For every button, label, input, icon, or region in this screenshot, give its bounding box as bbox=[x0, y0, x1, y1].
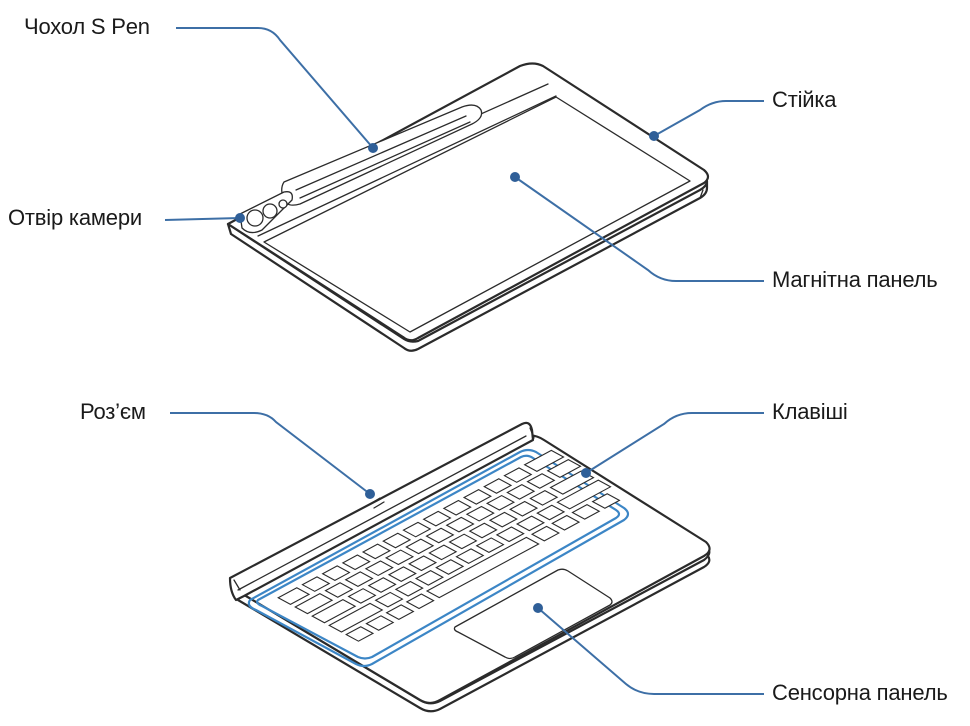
keyboard-key bbox=[551, 514, 581, 531]
keyboard-key bbox=[385, 604, 415, 621]
keyboard-key bbox=[405, 593, 435, 610]
key-area-outline-inner bbox=[256, 454, 621, 660]
keyboard-key bbox=[506, 484, 536, 500]
leader-dot-keys bbox=[581, 468, 591, 478]
keyboard-key bbox=[529, 489, 559, 506]
keyboard-key bbox=[294, 593, 334, 615]
leader-touchpad bbox=[537, 607, 764, 695]
label-keys: Клавіші bbox=[772, 399, 848, 424]
keyboard-key bbox=[526, 473, 556, 489]
keyboard-key bbox=[556, 479, 612, 510]
label-s-pen-holder: Чохол S Pen bbox=[24, 14, 150, 39]
key-area-outline-outer bbox=[247, 448, 630, 668]
keyboard-key bbox=[455, 548, 485, 564]
keyboard-key bbox=[428, 544, 458, 561]
keyboard-key bbox=[344, 571, 374, 587]
keyboard-key bbox=[475, 537, 505, 554]
keyboard-key bbox=[414, 570, 445, 586]
leader-s-pen bbox=[176, 27, 374, 149]
magnetic-panel-outline bbox=[263, 96, 691, 333]
label-stand: Стійка bbox=[772, 87, 837, 112]
keyboard-key bbox=[465, 505, 495, 522]
stand-fold-line-2 bbox=[257, 95, 557, 237]
keyboard-key bbox=[523, 449, 565, 473]
keyboard-key bbox=[546, 458, 582, 478]
keyboard-key bbox=[367, 577, 397, 593]
keyboard-key bbox=[488, 511, 518, 528]
keyboard-key bbox=[321, 565, 351, 582]
connector-pins bbox=[369, 497, 385, 509]
keyboard-key bbox=[495, 526, 525, 543]
label-touchpad: Сенсорна панель bbox=[772, 680, 948, 705]
keyboard-key bbox=[382, 532, 412, 549]
cover-bottom-edge bbox=[226, 179, 709, 352]
keyboard-key bbox=[365, 615, 395, 631]
leader-camera bbox=[164, 217, 241, 221]
leader-keys bbox=[585, 412, 764, 474]
keys-grid bbox=[277, 449, 621, 642]
leader-dot-connector bbox=[365, 489, 375, 499]
keyboard-key bbox=[394, 580, 424, 597]
leader-dot-touchpad bbox=[533, 603, 543, 613]
leader-dot-s-pen bbox=[368, 143, 378, 153]
keyboard-key bbox=[515, 515, 546, 532]
keyboard-key bbox=[462, 489, 492, 505]
leader-stand bbox=[653, 100, 764, 137]
leader-lines bbox=[164, 27, 764, 695]
keyboard-key bbox=[485, 494, 516, 511]
keyboard-key bbox=[468, 522, 498, 539]
keyboard-key bbox=[324, 582, 354, 598]
keyboard-key bbox=[341, 554, 371, 571]
connector-hinge bbox=[228, 421, 535, 602]
leader-dot-camera bbox=[235, 213, 245, 223]
keyboard-key bbox=[571, 504, 601, 520]
label-magnetic-panel: Магнітна панель bbox=[772, 267, 938, 292]
keyboard-key bbox=[387, 566, 417, 582]
keyboard-key bbox=[374, 591, 404, 608]
keyboard-key bbox=[530, 525, 560, 542]
keyboard-key bbox=[483, 478, 513, 494]
keyboard-key bbox=[361, 543, 391, 560]
label-connector: Роз’єм bbox=[80, 399, 146, 424]
keyboard-key bbox=[509, 500, 539, 517]
keyboard-key bbox=[408, 555, 438, 572]
keyboard-key bbox=[405, 538, 435, 555]
keyboard-key bbox=[384, 549, 415, 566]
keyboard-key bbox=[345, 626, 375, 642]
keyboard-key bbox=[536, 504, 566, 521]
keyboard-key bbox=[425, 536, 540, 599]
keyboard-key bbox=[448, 533, 478, 550]
keyboard-key bbox=[277, 587, 311, 606]
keyboard-key bbox=[435, 559, 465, 575]
touchpad bbox=[453, 568, 613, 660]
keyboard-key bbox=[442, 499, 472, 516]
label-camera-opening: Отвір камери bbox=[8, 205, 142, 230]
keyboard-key bbox=[402, 521, 432, 538]
leader-connector bbox=[170, 412, 371, 495]
cover-top-face bbox=[226, 62, 710, 342]
camera-module bbox=[239, 191, 293, 234]
keyboard-key bbox=[311, 598, 357, 624]
keyboard-key bbox=[364, 560, 394, 577]
s-pen-slot-inner bbox=[295, 115, 471, 199]
keyboard-key bbox=[591, 493, 621, 509]
keyboard-key bbox=[422, 510, 452, 527]
keyboard-key bbox=[445, 516, 475, 533]
keyboard-illustration bbox=[228, 421, 711, 713]
keyboard-key bbox=[425, 527, 455, 544]
book-cover-illustration bbox=[226, 62, 710, 352]
leader-dot-magnetic bbox=[510, 172, 520, 182]
leader-magnetic bbox=[514, 176, 764, 282]
keyboard-key bbox=[328, 602, 384, 633]
keyboard-key bbox=[301, 576, 331, 592]
leader-dot-stand bbox=[649, 131, 659, 141]
keyboard-key bbox=[503, 467, 533, 483]
keyboard-key bbox=[347, 588, 377, 604]
